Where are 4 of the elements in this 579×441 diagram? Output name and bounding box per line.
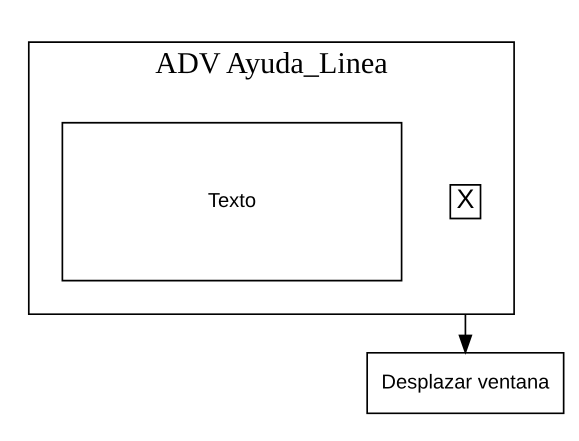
node-box: X: [449, 184, 482, 219]
arrow: [458, 314, 472, 354]
node-box: Texto: [62, 121, 402, 281]
node-box: Desplazar ventana: [366, 351, 564, 414]
